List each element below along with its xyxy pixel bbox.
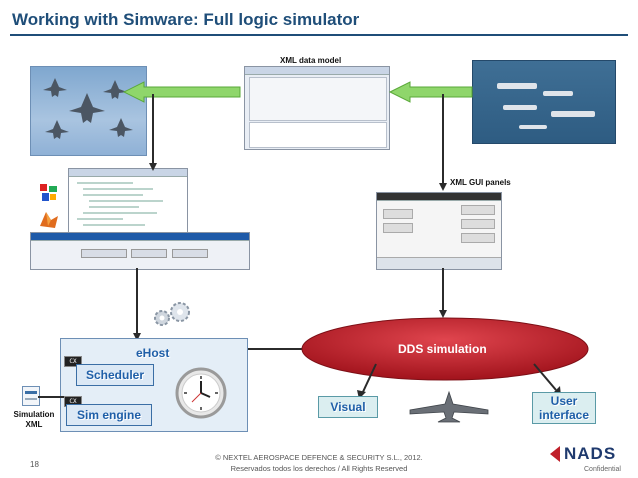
code-editor-window [68, 168, 188, 238]
gui-panel-button [461, 233, 495, 243]
fighter-jet-icon [409, 390, 489, 423]
dds-simulation-ellipse [301, 317, 589, 381]
connector-left-vertical [152, 94, 154, 166]
arrowhead-down [133, 333, 141, 341]
visual-label: Visual [330, 400, 366, 414]
simulation-xml-label: Simulation XML [13, 410, 55, 429]
aircraft-formation-photo [30, 66, 147, 156]
gears-icon [154, 302, 190, 326]
gui-panel-button [461, 205, 495, 215]
connector-gui-to-dds [442, 268, 444, 314]
arrowhead-down [439, 183, 447, 191]
connector-simctl-to-ehost [136, 268, 138, 336]
matlab-logo-icon [38, 182, 60, 204]
user-interface-box: User interface [532, 392, 596, 424]
connector-ehost-to-dds [246, 348, 302, 350]
gui-panel-button [383, 209, 413, 219]
naval-fleet-photo [472, 60, 616, 144]
sim-engine-box: Sim engine [66, 404, 152, 426]
connector-xml-to-sim-engine [38, 396, 64, 398]
page-number: 18 [30, 460, 39, 469]
xml-gui-panel-window [376, 192, 502, 270]
gui-panel-button [461, 219, 495, 229]
scheduler-box: Scheduler [76, 364, 154, 386]
sim-engine-label: Sim engine [76, 408, 141, 422]
scheduler-label: Scheduler [85, 368, 145, 382]
matlab-membrane-icon [38, 208, 60, 230]
xml-data-model-window [244, 66, 390, 150]
copyright-line: © NEXTEL AEROSPACE DEFENCE & SECURITY S.… [215, 453, 423, 462]
green-arrow-right [388, 81, 473, 103]
clock-icon [175, 367, 227, 419]
nads-logo: NADS [548, 444, 626, 463]
confidential-label: Confidential [584, 466, 621, 473]
xml-data-model-titlebar [245, 67, 389, 75]
simulator-control-titlebar [31, 233, 249, 241]
nads-logo-mark-icon [550, 446, 560, 462]
dds-simulation-label: DDS simulation [398, 342, 487, 356]
ehost-label: eHost [136, 346, 170, 360]
arrowhead-down [149, 163, 157, 171]
xml-data-model-label: XML data model [280, 56, 342, 65]
code-editor-titlebar [69, 169, 187, 177]
xml-gui-panels-label: XML GUI panels [450, 178, 511, 187]
rights-line: Reservados todos los derechos / All Righ… [230, 464, 408, 473]
simulator-control-buttons [81, 245, 241, 265]
user-interface-label: User interface [538, 394, 590, 422]
title-divider [10, 34, 628, 36]
nads-logo-text: NADS [564, 444, 617, 463]
gui-panel-footer [377, 257, 501, 269]
page-title: Working with Simware: Full logic simulat… [12, 10, 360, 29]
green-arrow-left [122, 81, 241, 103]
copyright-footer: © NEXTEL AEROSPACE DEFENCE & SECURITY S.… [0, 452, 638, 474]
gui-panel-titlebar [377, 193, 501, 201]
visual-box: Visual [318, 396, 378, 418]
xml-data-model-tree [249, 122, 387, 148]
connector-right-vertical [442, 94, 444, 186]
cx-badge-scheduler: CX [64, 356, 82, 367]
simulator-control-window [30, 232, 250, 270]
xml-data-model-form [249, 77, 387, 121]
code-lines [77, 182, 163, 226]
arrowhead-down [439, 310, 447, 318]
gui-panel-button [383, 223, 413, 233]
